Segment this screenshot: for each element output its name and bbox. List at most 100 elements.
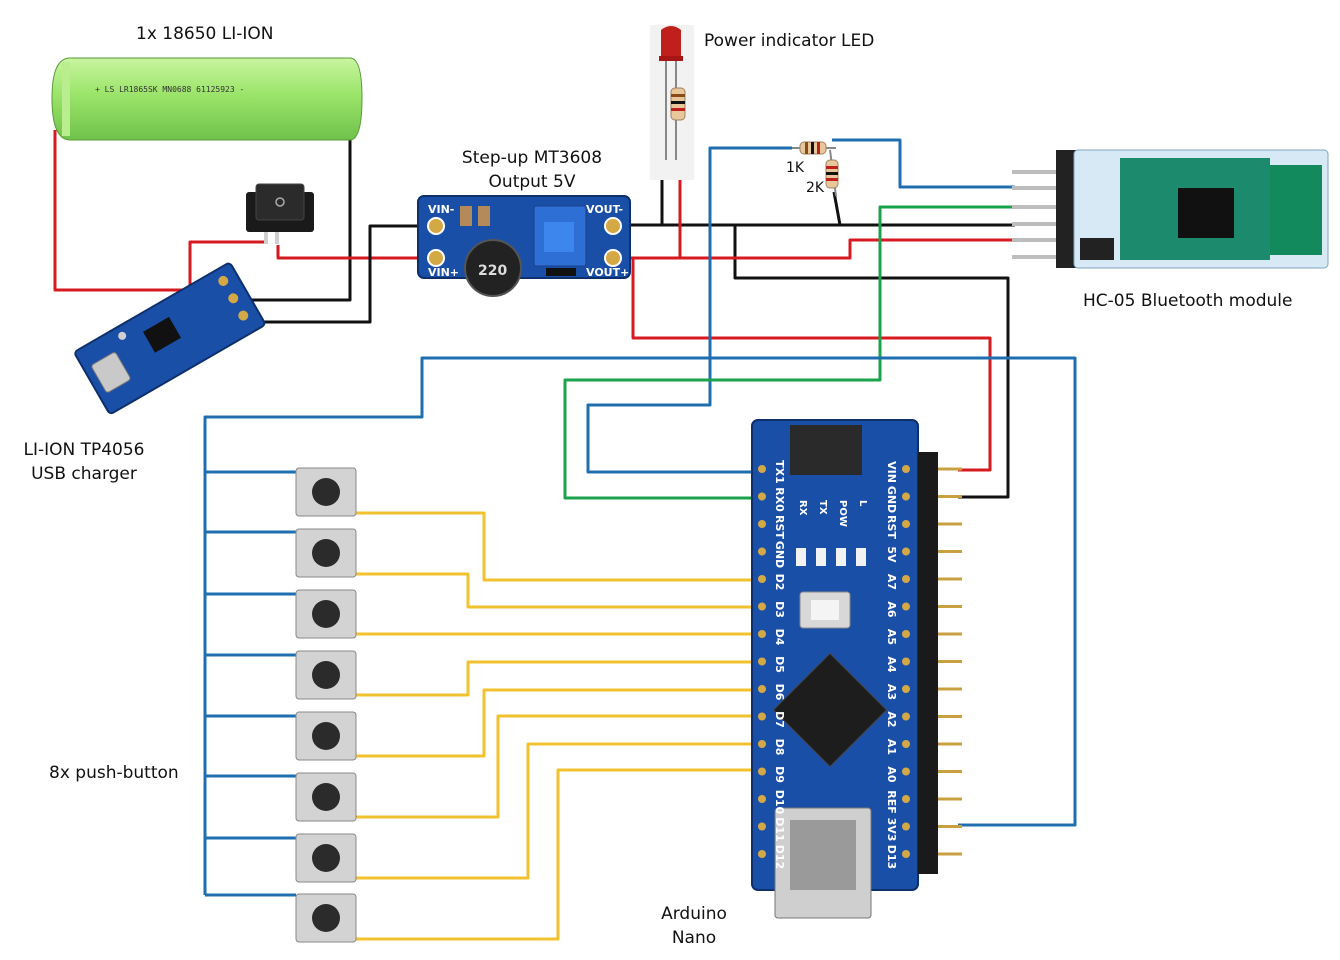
vcc-rail [625, 238, 1015, 260]
hc05-rxd-divider-wire [832, 138, 1015, 189]
nano-left-pin-label-6: D4 [773, 629, 786, 646]
svg-text:VOUT-: VOUT- [586, 203, 623, 216]
nano-right-pin-label-6: A5 [885, 629, 898, 645]
push-button-5 [295, 711, 357, 761]
nano-right-pad-11 [902, 767, 910, 776]
nano-right-pad-0 [902, 465, 910, 473]
nano-left-pad-8 [758, 685, 766, 693]
nano-left-pin-label-14: D12 [773, 845, 786, 869]
button-8-wire [356, 768, 760, 941]
push-button-8 [295, 893, 357, 943]
button-5-wire [356, 688, 760, 758]
nano-led-2 [836, 548, 846, 566]
button-1-wire [356, 511, 760, 582]
push-button-7 [295, 833, 357, 883]
button-2-wire [356, 572, 760, 609]
nano-right-pad-9 [902, 712, 910, 721]
nano-left-pin-label-12: D10 [773, 790, 786, 815]
tp4056-charger-board [74, 262, 266, 415]
nano-right-pad-6 [902, 630, 910, 638]
nano-right-pin-label-9: A2 [885, 711, 898, 727]
nano-led-label-3: L [857, 500, 868, 507]
nano-right-pin-label-3: 5V [885, 546, 898, 563]
push-button-4 [295, 650, 357, 700]
battery-negative-wire [240, 120, 352, 302]
vcc-to-nano-wire [631, 258, 992, 472]
hc05-label: HC-05 Bluetooth module [1083, 291, 1293, 311]
nano-left-pad-6 [758, 630, 766, 638]
mt3608-step-up-board: VIN- VIN+ VOUT- VOUT+ 220 [417, 195, 631, 297]
nano-right-pin-label-4: A7 [885, 574, 898, 590]
nano-left-pad-1 [758, 492, 766, 501]
hc05-bluetooth-module [1012, 149, 1329, 269]
power-indicator-led [650, 25, 694, 180]
nano-right-pin-label-10: A1 [885, 739, 898, 755]
svg-text:VIN-: VIN- [428, 203, 454, 216]
charger-label: LI-ION TP4056 USB charger [14, 440, 154, 484]
nano-right-pad-3 [902, 547, 910, 556]
nano-left-pad-11 [758, 767, 766, 776]
charger-label-line2: USB charger [31, 464, 137, 484]
push-button-1 [295, 467, 357, 517]
nano-left-pin-label-3: GND [773, 541, 786, 568]
battery-label: 1x 18650 LI-ION [136, 24, 274, 44]
nano-left-pin-label-2: RST [773, 515, 786, 539]
nano-right-pin-label-5: A6 [885, 601, 898, 618]
nano-left-pin-label-0: TX1 [773, 460, 786, 484]
nano-right-pad-10 [902, 740, 910, 748]
button-common-wire [203, 356, 1077, 895]
nano-right-pin-label-7: A4 [885, 656, 898, 673]
push-button-3 [295, 589, 357, 639]
divider-ground-wire [832, 191, 842, 226]
nano-right-pin-label-13: 3V3 [885, 818, 898, 842]
nano-right-pin-label-11: A0 [885, 766, 898, 783]
rocker-switch [246, 183, 314, 244]
button-7-wire [356, 742, 760, 880]
battery-positive-wire [53, 130, 190, 292]
switch-to-vin-plus-wire [276, 245, 435, 260]
nano-left-pad-7 [758, 657, 766, 666]
nano-left-pin-label-1: RX0 [773, 487, 786, 512]
inductor-label: 220 [478, 263, 507, 279]
nano-left-pin-label-10: D8 [773, 739, 786, 756]
nano-led-0 [796, 548, 806, 566]
charger-out-negative-wire [245, 224, 435, 324]
button-6-wire [356, 714, 760, 819]
nano-right-pad-2 [902, 520, 910, 528]
nano-left-pad-4 [758, 575, 766, 583]
nano-right-pin-label-8: A3 [885, 684, 898, 700]
nano-left-pin-label-8: D6 [773, 684, 786, 701]
nano-rx-wire [563, 205, 1015, 500]
nano-left-pin-label-4: D2 [773, 574, 786, 591]
nano-right-pad-7 [902, 657, 910, 666]
nano-right-pin-label-0: VIN [885, 461, 898, 483]
nano-left-pad-0 [758, 465, 766, 473]
nano-right-pad-13 [902, 822, 910, 831]
nano-right-pad-1 [902, 492, 910, 501]
nano-left-pad-10 [758, 740, 766, 748]
nano-right-pin-label-1: GND [885, 486, 898, 513]
nano-left-pin-label-7: D5 [773, 656, 786, 673]
led-label: Power indicator LED [704, 31, 875, 51]
nano-left-pad-14 [758, 850, 766, 858]
resistor-2k-label: 2K [806, 180, 825, 196]
nano-left-pad-2 [758, 520, 766, 528]
nano-led-label-0: RX [797, 500, 808, 516]
svg-text:VOUT+: VOUT+ [586, 266, 629, 279]
nano-right-pin-label-14: D13 [885, 845, 898, 869]
nano-right-pin-label-2: RST [885, 515, 898, 539]
resistor-2k [825, 149, 839, 197]
resistor-1k-label: 1K [786, 160, 805, 176]
nano-led-3 [856, 548, 866, 566]
nano-left-pad-5 [758, 602, 766, 611]
svg-text:VIN+: VIN+ [428, 266, 459, 279]
nano-tx-wire [586, 146, 792, 474]
nano-left-pad-3 [758, 547, 766, 556]
push-button-2 [295, 528, 357, 578]
nano-right-pad-8 [902, 685, 910, 693]
arduino-label-line2: Nano [671, 928, 717, 948]
charger-out-positive-wire [188, 240, 268, 290]
resistor-1k [792, 141, 836, 155]
buttons-label: 8x push-button [49, 763, 179, 783]
nano-left-pin-label-13: D11 [773, 817, 786, 841]
